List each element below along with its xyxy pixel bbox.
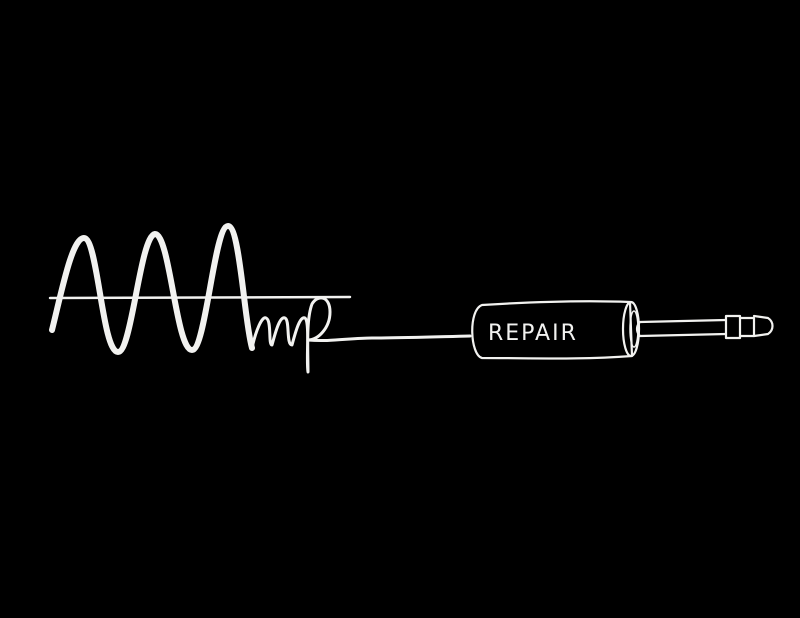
tagline-repair: REPAIR xyxy=(488,321,578,346)
wave-baseline xyxy=(48,295,352,300)
wordmark-mp xyxy=(250,296,472,374)
sine-wave-icon xyxy=(49,223,255,355)
audio-plug-icon xyxy=(471,300,774,360)
